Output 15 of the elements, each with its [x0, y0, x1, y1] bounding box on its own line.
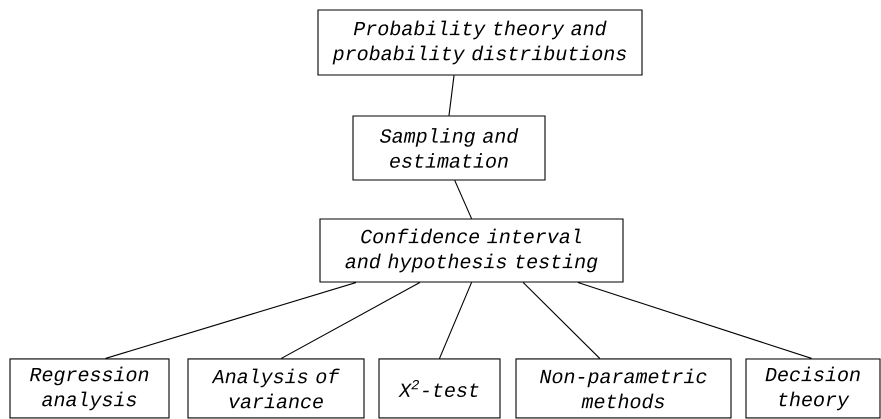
connector-line	[281, 282, 420, 359]
connector-line	[448, 75, 455, 116]
connector-line	[454, 180, 472, 219]
topic-box: Regression analysis	[9, 358, 170, 419]
connector-line	[439, 282, 472, 359]
connector-line	[105, 282, 356, 359]
connector-line	[522, 282, 600, 359]
connector-line	[578, 282, 812, 359]
topic-box: Analysis of variance	[187, 358, 365, 419]
topic-box: Probability theory and probability distributions	[317, 9, 643, 76]
topic-box: Sampling and estimation	[352, 115, 546, 181]
topic-box: Confidence interval and hypothesis testing	[319, 218, 624, 283]
topic-box: Decision theory	[745, 358, 881, 419]
topic-box: X$^{2}$-test	[378, 358, 501, 419]
topic-box: Non-parametric methods	[515, 358, 732, 419]
